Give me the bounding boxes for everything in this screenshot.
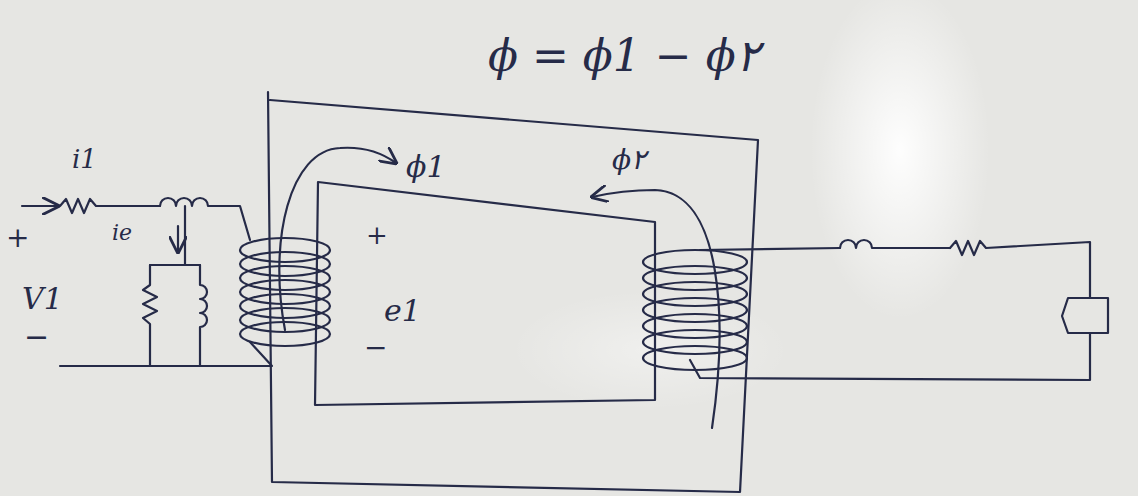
coil-turn [240, 266, 330, 290]
core-window [315, 182, 655, 405]
polarity-sign: + [6, 224, 29, 252]
current-label: i1 [72, 146, 97, 172]
wire [60, 342, 272, 366]
coil-turn [240, 252, 330, 276]
emf-label: e1 [384, 296, 421, 326]
inductor-symbol [840, 240, 950, 248]
flux-label: ϕ۲ [612, 146, 646, 174]
flux-arrow [592, 190, 719, 428]
coil-turn [240, 294, 330, 318]
inductor-symbol [160, 198, 250, 240]
load-symbol [1062, 298, 1108, 333]
coil-turn [240, 238, 330, 262]
board-glare [810, 0, 990, 320]
polarity-sign: + [366, 222, 388, 248]
flux-label: ϕ1 [406, 152, 446, 182]
coil-turn [643, 346, 747, 370]
polarity-sign: − [24, 322, 49, 352]
voltage-label: V1 [22, 284, 63, 314]
current-label: ie [112, 222, 132, 244]
secondary-coil [643, 250, 747, 370]
resistor-symbol [950, 241, 1090, 298]
wire [150, 264, 200, 266]
resistor-symbol [143, 265, 157, 365]
coil-turn [240, 280, 330, 304]
flux-arrow [279, 148, 396, 330]
wire [700, 248, 840, 250]
current-arrow [177, 226, 179, 252]
core-outline [268, 92, 758, 492]
polarity-sign: − [364, 334, 387, 362]
flux-equation: ϕ = ϕ1 − ϕ۲ [488, 34, 760, 78]
current-arrow [22, 205, 58, 207]
wire [184, 206, 186, 265]
inductor-symbol [200, 265, 207, 365]
resistor-symbol [60, 199, 160, 213]
wire [690, 333, 1090, 380]
